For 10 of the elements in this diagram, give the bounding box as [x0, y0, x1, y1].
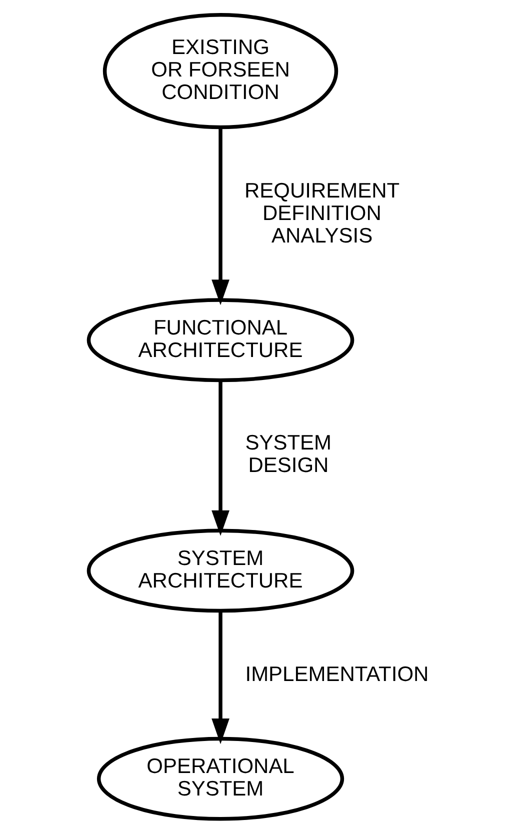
edge-label: SYSTEM DESIGN	[244, 432, 332, 478]
node-ellipse: FUNCTIONAL ARCHITECTURE	[86, 298, 354, 382]
node-ellipse: SYSTEM ARCHITECTURE	[86, 528, 354, 613]
arrow	[211, 380, 229, 536]
node-ellipse: EXISTING OR FORSEEN CONDITION	[102, 13, 338, 130]
node-ellipse: OPERATIONAL SYSTEM	[96, 736, 344, 821]
edge-label: IMPLEMENTATION	[244, 663, 428, 686]
arrow	[211, 611, 229, 744]
arrow	[211, 128, 229, 306]
edge-label: REQUIREMENT DEFINITION ANALYSIS	[244, 179, 400, 248]
